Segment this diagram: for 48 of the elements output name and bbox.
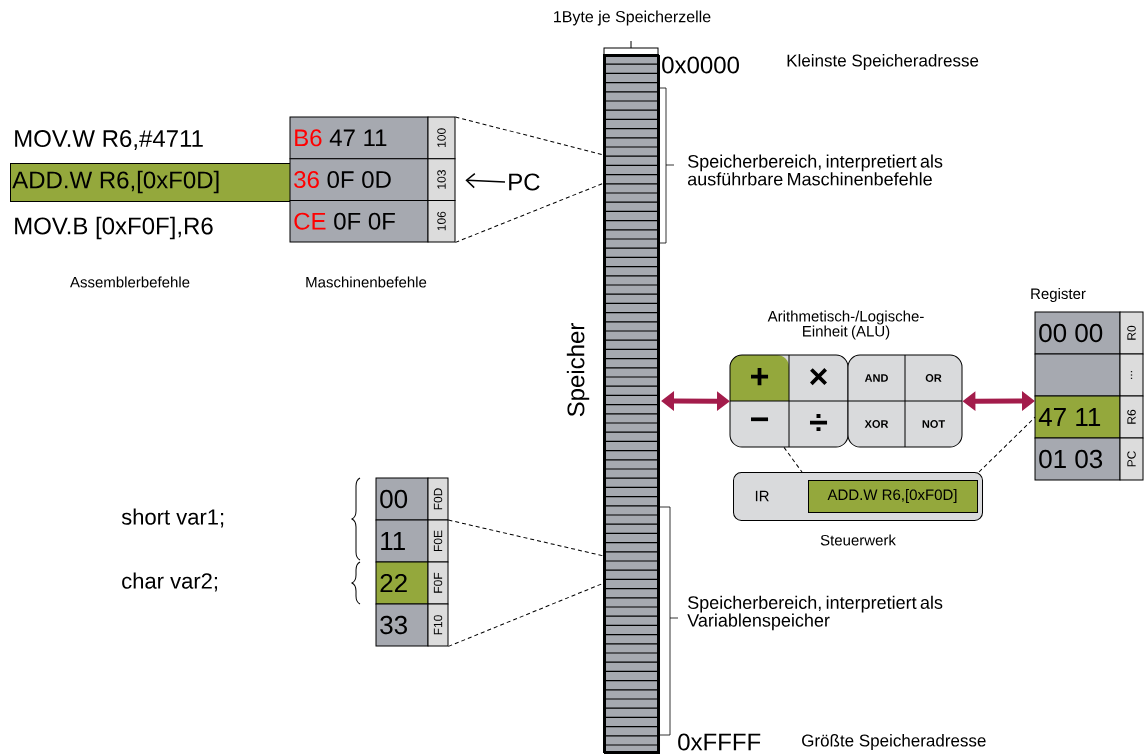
table-row: 36 0F 0D 103: [289, 158, 456, 201]
operation-block: AND OR XOR NOT: [847, 354, 963, 448]
table-row: 22 F0F: [375, 561, 449, 605]
memory-cell-note: 1Byte je Speicherzelle: [554, 10, 711, 26]
dashed-line: [978, 416, 1036, 473]
register-name: PC: [509, 173, 540, 191]
node-label: F0D: [433, 488, 443, 510]
dashed-line: [454, 182, 605, 243]
table-row: ...: [1034, 353, 1144, 397]
instruction-register: ADD.W R6,[0xF0D]: [808, 480, 978, 513]
variable-declaration: char var2;: [122, 572, 217, 592]
node-label: ...: [1130, 371, 1133, 379]
arrow: [465, 172, 506, 189]
memory-label: Speicher: [566, 323, 590, 417]
alu-heading: Arithmetisch-/Logische-Einheit (ALU): [767, 310, 924, 340]
memory-region-note: Speicherbereich, interpretiert als ausführbare Maschinenbefehle: [688, 154, 943, 186]
node-label: R0: [1127, 325, 1136, 340]
node-label: F0E: [433, 530, 443, 552]
table-row: 00 F0D: [375, 477, 449, 521]
operation-block: + × − ÷: [729, 354, 849, 448]
column-caption: Maschinenbefehle: [306, 276, 427, 288]
dashed-line: [447, 519, 605, 557]
column-caption: Assemblerbefehle: [70, 276, 190, 288]
memory-region-note: Speicherbereich, interpretiert als Variablenspeicher: [687, 595, 943, 631]
address-label: 0x0000: [662, 56, 739, 74]
node-label: 103: [437, 170, 446, 189]
highlight-box: ADD.W R6,[0xF0D]: [10, 163, 291, 202]
node-label: PC: [1127, 451, 1136, 467]
unit-caption: Steuerwerk: [820, 534, 896, 546]
table-row: B6 47 11 100: [289, 116, 456, 160]
address-note: Größte Speicheradresse: [802, 734, 986, 750]
dashed-line: [447, 582, 605, 647]
table-row: 47 11 R6: [1034, 395, 1144, 439]
address-note: Kleinste Speicheradresse: [787, 54, 979, 70]
table-row: 33 F10: [375, 603, 449, 647]
node-label: 100: [437, 128, 446, 147]
table-row: CE 0F 0F 106: [289, 199, 456, 243]
node-label: 106: [437, 211, 446, 231]
variable-declaration: short var1;: [121, 508, 224, 528]
table-row: 00 00 R0: [1034, 311, 1144, 355]
table-row: 11 F0E: [375, 519, 449, 563]
table-row: 01 03 PC: [1034, 437, 1144, 481]
node-label: F10: [433, 615, 443, 635]
dashed-line: [783, 446, 803, 473]
node-label: R6: [1127, 409, 1136, 424]
node-label: F0F: [433, 572, 443, 593]
memory-column: [603, 54, 660, 754]
address-label: 0xFFFF: [678, 733, 761, 751]
